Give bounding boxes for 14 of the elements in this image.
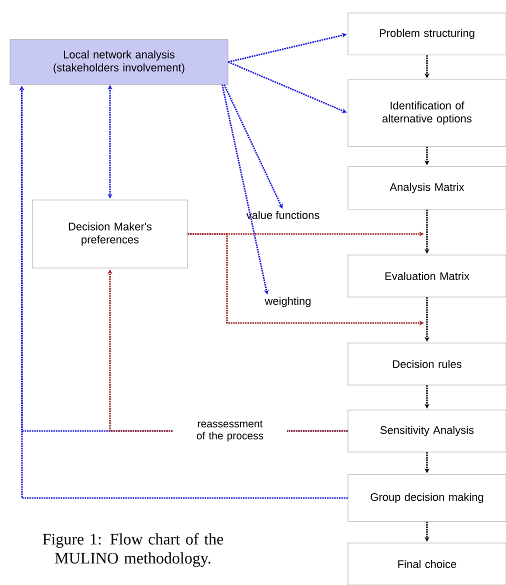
process-box: Final choice xyxy=(348,542,506,585)
process-box: Analysis Matrix xyxy=(348,166,506,210)
edge-label: reassessment of the process xyxy=(173,420,287,442)
process-box: Identification of alternative options xyxy=(348,79,506,147)
process-box: Problem structuring xyxy=(348,12,506,56)
process-box: Sensitivity Analysis xyxy=(348,410,506,452)
caption: Figure 1: Flow chart of the MULINO methodology. xyxy=(42,533,224,567)
text-label: value functions xyxy=(246,210,320,220)
text-label: weighting xyxy=(264,296,311,308)
process-box: Decision rules xyxy=(348,342,506,386)
process-box: Decision Maker's preferences xyxy=(32,200,188,268)
process-box: Group decision making xyxy=(348,474,506,522)
process-box: Evaluation Matrix xyxy=(348,254,506,298)
highlighted-box: Local network analysis (stakeholders involvement) xyxy=(10,39,228,85)
